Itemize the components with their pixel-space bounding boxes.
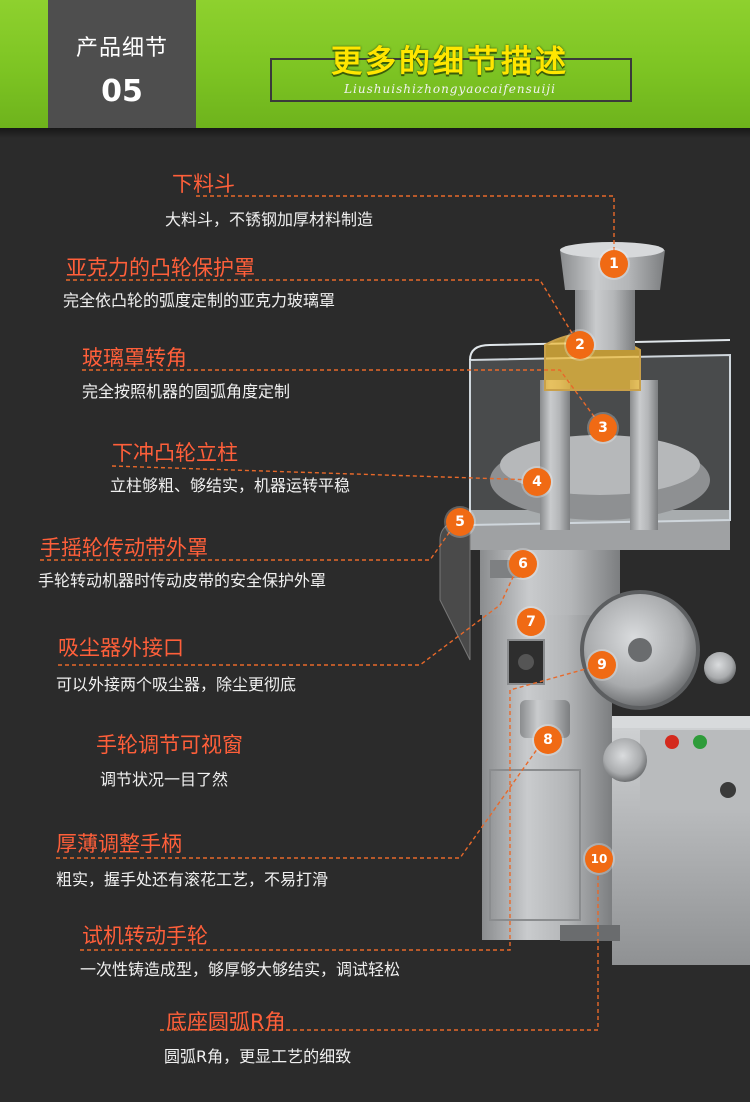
leader-6 bbox=[58, 561, 521, 666]
marker-2: 2 bbox=[566, 331, 594, 359]
leader-2 bbox=[66, 279, 579, 344]
acrylic-cover-corner bbox=[469, 339, 731, 361]
base-panel-line bbox=[489, 769, 581, 921]
belt-guard bbox=[439, 519, 471, 661]
feature-1-title: 下料斗 bbox=[172, 172, 235, 196]
feature-2-desc: 完全依凸轮的弧度定制的亚克力玻璃罩 bbox=[63, 291, 336, 310]
header-shadow bbox=[0, 128, 750, 138]
marker-4: 4 bbox=[523, 468, 551, 496]
badge-number: 05 bbox=[101, 74, 143, 109]
feature-10-desc: 圆弧R角，更显工艺的细致 bbox=[164, 1047, 352, 1066]
leader-3 bbox=[82, 369, 602, 427]
feature-6-title: 吸尘器外接口 bbox=[58, 636, 184, 660]
title-frame-left bbox=[270, 58, 272, 102]
base-foot bbox=[560, 925, 620, 941]
marker-8: 8 bbox=[534, 726, 562, 754]
badge-title: 产品细节 bbox=[75, 36, 168, 61]
leader-lines bbox=[40, 195, 615, 1031]
marker-9: 9 bbox=[588, 651, 616, 679]
dial-knob bbox=[720, 782, 736, 798]
feature-5-title: 手摇轮传动带外罩 bbox=[40, 536, 208, 560]
side-knob bbox=[704, 652, 736, 684]
leader-4 bbox=[111, 465, 536, 481]
feature-10-title: 底座圆弧R角 bbox=[166, 1010, 286, 1034]
marker-1: 1 bbox=[600, 250, 628, 278]
header-title: 更多的细节描述 bbox=[331, 44, 569, 80]
leader-10 bbox=[160, 870, 599, 1031]
marker-5: 5 bbox=[446, 508, 474, 536]
feature-8-title: 厚薄调整手柄 bbox=[56, 832, 182, 856]
title-frame-right bbox=[630, 58, 632, 102]
marker-7: 7 bbox=[517, 608, 545, 636]
feature-9-desc: 一次性铸造成型，够厚够大够结实，调试轻松 bbox=[80, 960, 401, 979]
feature-6-desc: 可以外接两个吸尘器，除尘更彻底 bbox=[56, 675, 297, 694]
marker-3: 3 bbox=[589, 414, 617, 442]
column bbox=[540, 380, 570, 530]
view-window-dial bbox=[518, 654, 534, 670]
feature-7-desc: 调节状况一目了然 bbox=[100, 770, 229, 789]
feature-2-title: 亚克力的凸轮保护罩 bbox=[66, 256, 255, 280]
feature-4-title: 下冲凸轮立柱 bbox=[112, 441, 238, 465]
leader-8 bbox=[56, 737, 546, 859]
thickness-handle bbox=[520, 700, 570, 738]
machine-body bbox=[480, 545, 620, 615]
feature-4-desc: 立柱够粗、够结实，机器运转平稳 bbox=[110, 476, 351, 495]
feature-8-desc: 粗实，握手处还有滚花工艺，不易打滑 bbox=[56, 870, 329, 889]
marker-10: 10 bbox=[585, 845, 613, 873]
section-badge: 产品细节 05 bbox=[48, 0, 196, 128]
feature-9-title: 试机转动手轮 bbox=[82, 924, 208, 948]
leader-5 bbox=[40, 519, 459, 561]
handle-knob bbox=[603, 738, 647, 782]
hand-wheel-hub bbox=[628, 638, 652, 662]
feature-1-desc: 大料斗，不锈钢加厚材料制造 bbox=[165, 210, 374, 229]
side-cabinet-top bbox=[612, 716, 750, 728]
title-frame-top bbox=[270, 58, 632, 60]
feature-5-desc: 手轮转动机器时传动皮带的安全保护外罩 bbox=[38, 571, 327, 590]
feature-3-desc: 完全按照机器的圆弧角度定制 bbox=[82, 382, 291, 401]
title-frame-bottom bbox=[270, 100, 632, 102]
column-right bbox=[630, 380, 658, 530]
feature-3-title: 玻璃罩转角 bbox=[82, 346, 187, 370]
leader-9 bbox=[80, 664, 601, 951]
green-button bbox=[693, 735, 707, 749]
marker-6: 6 bbox=[509, 550, 537, 578]
red-button bbox=[665, 735, 679, 749]
feature-7-title: 手轮调节可视窗 bbox=[96, 733, 243, 757]
header-subtitle: Liushuishizhongyaocaifensuiji bbox=[344, 82, 556, 96]
